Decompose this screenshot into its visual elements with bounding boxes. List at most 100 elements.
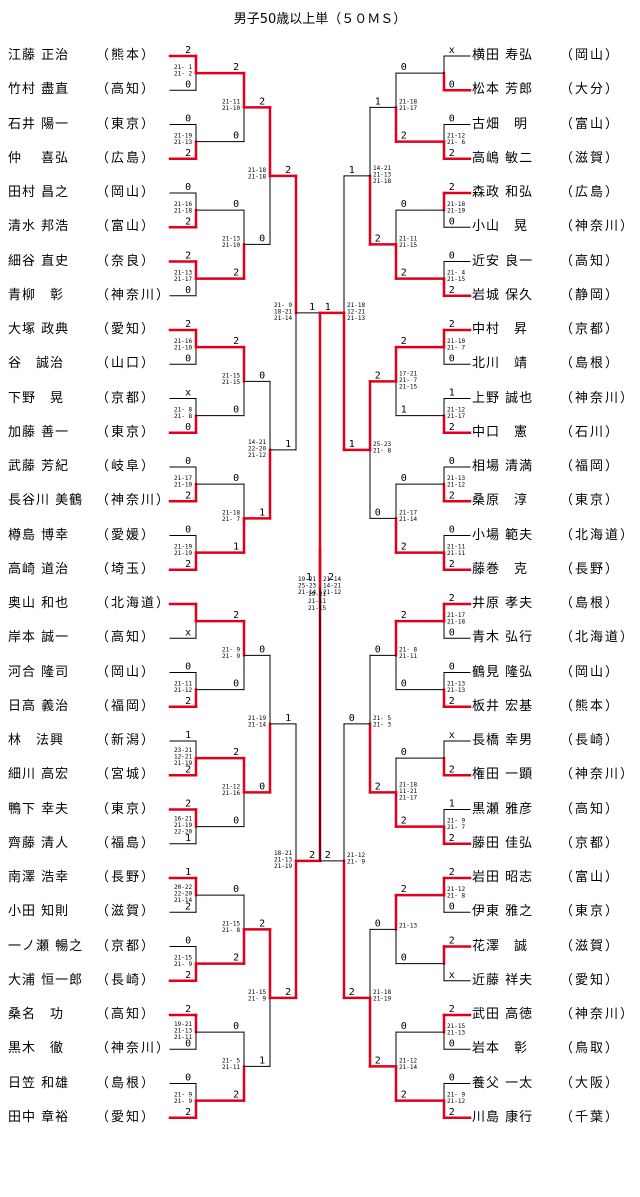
player-row: 北川 靖（島根） [472,356,620,372]
game-score: 21-19 [174,544,192,551]
player-prefecture: （富山） [96,219,157,235]
set-count: 2 [185,1107,191,1118]
set-count: 2 [285,987,291,998]
player-prefecture: （神奈川） [560,767,636,783]
game-score: 21-17 [174,276,192,283]
player-prefecture: （岡山） [560,48,621,63]
player-name: 鶴見 隆弘 [472,664,534,680]
player-row: 田村 昌之（岡山） [8,185,156,201]
player-name: 藤巻 克 [472,561,529,577]
player-name: 養父 一太 [472,1075,534,1091]
player-row: 中村 昇（京都） [472,322,620,338]
set-count: 2 [449,422,455,433]
set-count: 2 [185,490,191,501]
game-score: 21-11 [447,544,465,551]
set-count: 0 [233,679,239,690]
player-name: 高嶋 敏二 [472,150,534,166]
game-score: 21- 3 [373,721,391,728]
player-row: 鶴見 隆弘（岡山） [472,665,620,681]
player-name: 岩田 昭志 [472,870,534,885]
player-name: 細川 高宏 [8,767,70,783]
player-row: 岩城 保久（静岡） [472,288,620,304]
game-score: 21- 2 [174,71,192,78]
game-score: 21- 7 [399,377,417,384]
set-count: 2 [401,336,407,347]
player-name: 岩城 保久 [472,287,534,303]
player-prefecture: （滋賀） [560,938,621,954]
game-score: 17-21 [399,370,417,377]
game-score: 21-19 [447,208,465,215]
player-name: 下野 晃 [8,390,65,406]
set-count: 0 [449,216,455,227]
set-count: 0 [375,918,381,929]
game-score: 21- 9 [174,1098,192,1105]
player-name: 岸本 誠一 [8,630,70,646]
player-prefecture: （山口） [96,356,157,372]
player-prefecture: （熊本） [96,48,157,63]
player-name: 黒木 徹 [8,1041,65,1057]
game-score: 21-11 [174,681,192,688]
set-count: 2 [375,781,381,792]
set-count: 2 [401,610,407,621]
set-count: 0 [259,781,265,792]
set-count: 0 [185,525,191,536]
set-count: 0 [401,747,407,758]
bracket-title: 男子50歳以上単（５０ＭＳ） [233,12,407,27]
set-count: 0 [233,1021,239,1032]
game-score: 21- 7 [447,824,465,831]
game-score: 21-13 [447,1030,465,1037]
game-score: 21-14 [274,315,292,322]
set-count: 0 [375,644,381,655]
player-name: 南澤 浩幸 [8,870,70,885]
player-name: 仲 喜弘 [8,150,70,166]
player-row: 大浦 恒一郎（長崎） [8,973,156,989]
game-score: 21-15 [447,1023,465,1030]
game-score: 21-13 [174,1028,192,1035]
player-row: 森政 和弘（広島） [472,185,620,201]
final-score: 1 [306,572,312,583]
player-name: 藤田 佳弘 [472,835,534,851]
set-count: 2 [285,165,291,176]
set-count: 0 [233,405,239,416]
player-row: 横田 寿弘（岡山） [472,48,620,64]
player-row: 古畑 明（富山） [472,117,620,133]
player-prefecture: （島根） [96,1075,157,1091]
set-count: 0 [449,525,455,536]
player-row: 近藤 祥夫（愛知） [472,973,620,989]
set-count: 2 [309,850,315,861]
set-count: 1 [349,165,355,176]
player-name: 川島 康行 [472,1109,534,1125]
set-count: 0 [185,285,191,296]
game-score: 18-21 [274,850,292,857]
player-prefecture: （東京） [96,116,157,132]
player-prefecture: （鳥取） [560,1041,621,1057]
set-count: 1 [259,1055,265,1066]
set-count: 2 [349,987,355,998]
game-score: 21-17 [399,794,417,801]
game-score: 11-21 [399,788,417,795]
player-row: 青木 弘行（北海道） [472,630,635,646]
game-score: 21- 9 [222,653,240,660]
game-score: 21-19 [248,715,266,722]
set-count: 2 [185,216,191,227]
set-count: 2 [233,336,239,347]
game-score: 21-11 [399,653,417,660]
game-score: 21-17 [174,475,192,482]
player-row: 藤田 佳弘（京都） [472,836,620,852]
player-prefecture: （富山） [560,870,621,885]
player-name: 奥山 和也 [8,596,70,611]
game-score: 21- 5 [373,715,391,722]
game-score: 21-10 [222,105,240,112]
game-score: 20-22 [174,884,192,891]
game-score: 21-13 [174,139,192,146]
player-name: 武藤 芳紀 [8,459,70,474]
game-score: 21-12 [447,133,465,140]
player-prefecture: （広島） [560,185,621,200]
player-row: 奥山 和也（北海道） [8,596,171,612]
set-count: 1 [309,302,315,313]
player-row: 花澤 誠（滋賀） [472,939,620,955]
player-name: 井原 孝夫 [472,596,534,611]
game-score: 21-15 [222,920,240,927]
game-score: 21-19 [274,863,292,870]
